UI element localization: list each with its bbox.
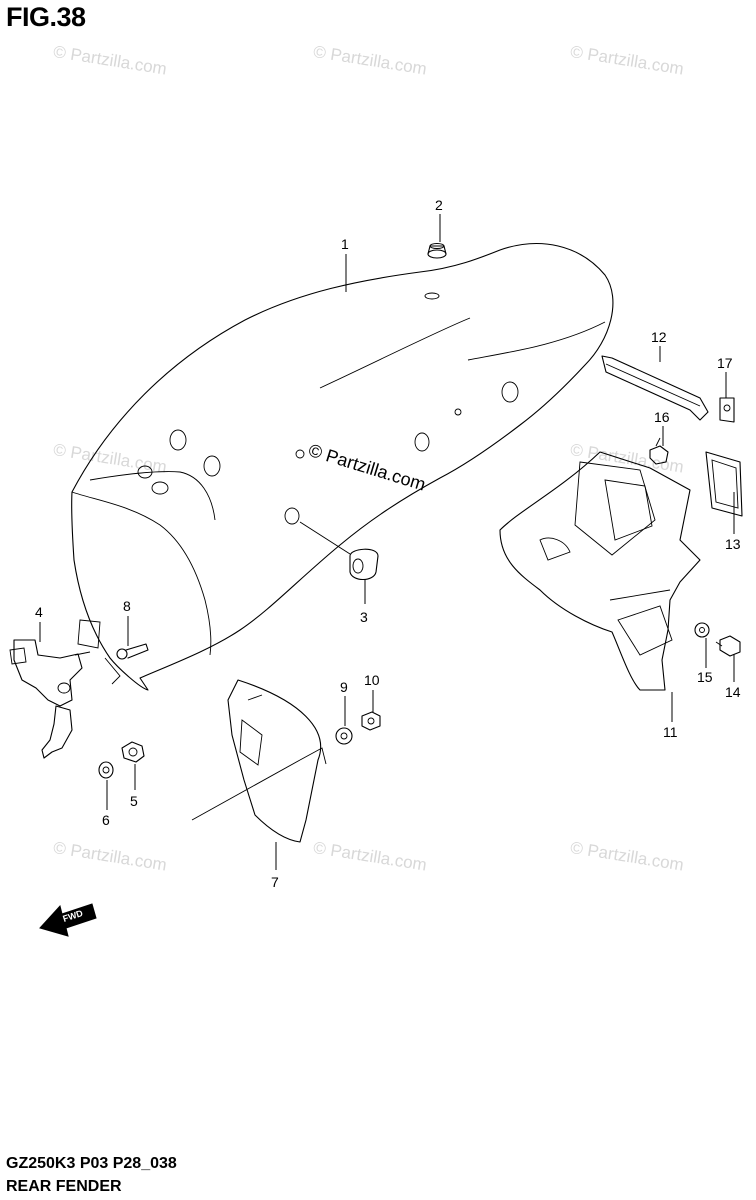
- cushion-part: [299, 521, 379, 581]
- callout-16: 16: [654, 409, 670, 425]
- screw-part: [116, 643, 149, 660]
- callout-12: 12: [651, 329, 667, 345]
- rear-fender-part: [71, 243, 614, 691]
- callout-13: 13: [725, 536, 741, 552]
- washer-part: [335, 727, 353, 745]
- callout-11: 11: [663, 724, 678, 740]
- callout-5: 5: [130, 793, 138, 809]
- nut-part: [121, 741, 145, 763]
- callout-9: 9: [340, 679, 348, 695]
- nut-part: [361, 711, 381, 731]
- figure-title: FIG.38: [6, 2, 86, 32]
- callout-1: 1: [341, 236, 349, 252]
- callout-2: 2: [435, 197, 443, 213]
- forward-arrow-icon: FWD: [39, 903, 97, 937]
- bracket-part: [9, 639, 91, 759]
- grommet-part: [427, 243, 447, 259]
- washer-part: [98, 761, 114, 779]
- callout-15: 15: [697, 669, 713, 685]
- callout-4: 4: [35, 604, 43, 620]
- callout-17: 17: [717, 355, 733, 371]
- leader-lines: [39, 214, 735, 870]
- mudguard-flap-part: [191, 679, 327, 843]
- license-bracket-part: [499, 451, 701, 691]
- callout-10: 10: [364, 672, 380, 688]
- figure-name: REAR FENDER: [6, 1178, 122, 1195]
- bolt-part: [715, 635, 741, 657]
- callout-6: 6: [102, 812, 110, 828]
- washer-part: [694, 622, 710, 638]
- callout-7: 7: [271, 874, 279, 890]
- clip-part: [719, 397, 735, 423]
- model-code: GZ250K3 P03 P28_038: [6, 1155, 177, 1172]
- callout-14: 14: [725, 684, 741, 700]
- callout-3: 3: [360, 609, 368, 625]
- reflector-part: [705, 451, 743, 517]
- reflector-strip-part: [601, 355, 709, 421]
- callout-8: 8: [123, 598, 131, 614]
- nut-part: [649, 437, 669, 465]
